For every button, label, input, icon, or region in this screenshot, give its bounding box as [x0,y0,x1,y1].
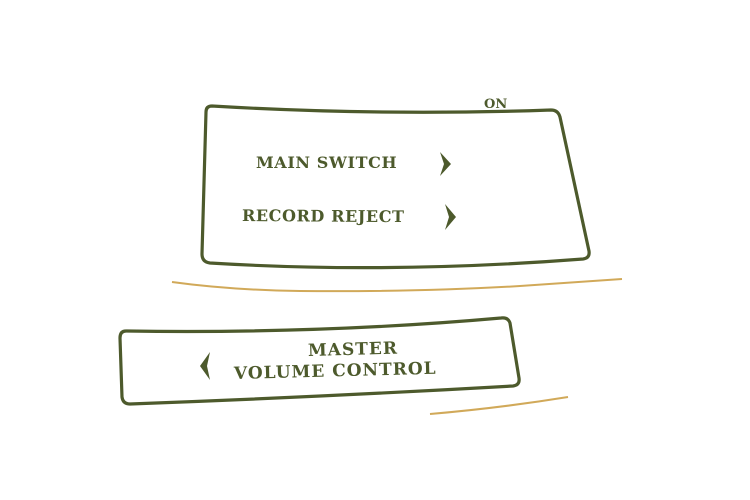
lower-decal-frame [118,316,521,406]
main-switch-label: MAIN SWITCH [256,153,398,172]
master-label: MASTER [307,338,399,361]
lower-gold-edge [429,396,569,415]
chevron-right-icon [440,152,451,176]
upper-gold-edge [171,278,623,293]
chevron-left-icon [200,352,210,380]
record-reject-label: RECORD REJECT [241,206,405,227]
on-label: ON [484,97,508,112]
chevron-right-icon [445,204,456,230]
upper-decal-frame [200,104,591,270]
